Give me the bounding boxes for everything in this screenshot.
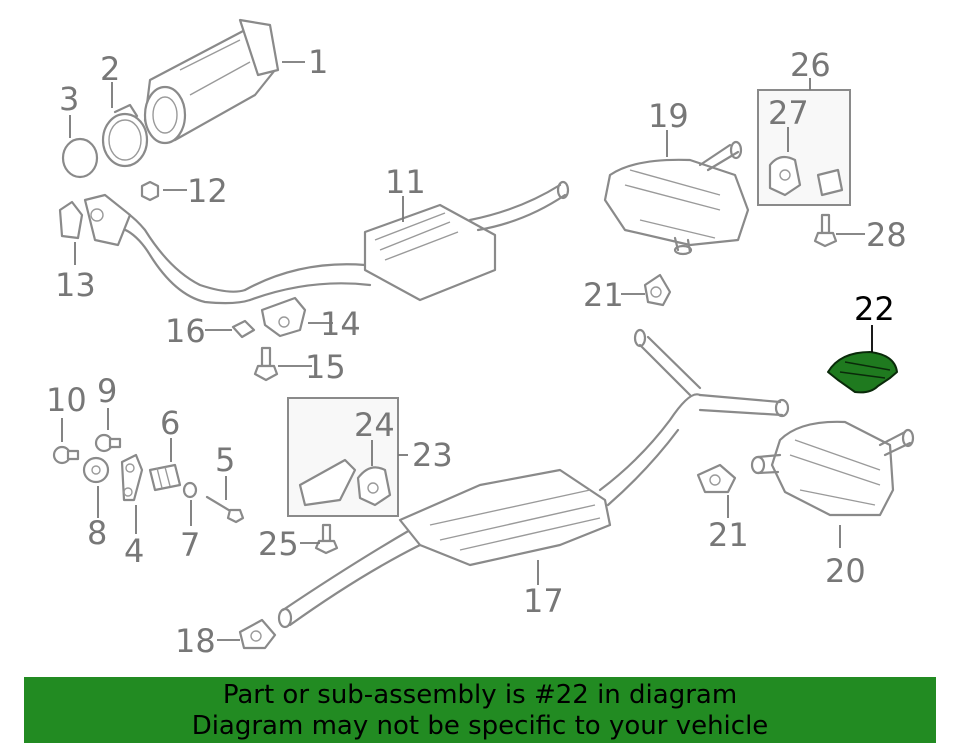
banner-line-1: Part or sub-assembly is #22 in diagram (222, 680, 738, 710)
callout-12: 12 (187, 172, 228, 210)
part-13-gasket[interactable] (58, 200, 84, 240)
banner-line-2: Diagram may not be specific to your vehi… (191, 711, 769, 741)
callout-2: 2 (100, 50, 120, 88)
part-11-front-pipe-muffler[interactable] (83, 180, 570, 305)
callout-18: 18 (175, 622, 216, 660)
part-7-washer[interactable] (182, 481, 198, 499)
part-15-bolt[interactable] (253, 346, 279, 382)
callout-22: 22 (854, 290, 895, 328)
part-20-rear-muffler[interactable] (750, 420, 915, 517)
part-16-nut[interactable] (231, 319, 256, 339)
part-23-24-box[interactable] (287, 397, 399, 517)
part-25-bolt[interactable] (314, 523, 339, 555)
callout-19: 19 (648, 97, 689, 135)
callout-14: 14 (320, 305, 361, 343)
part-8-bushing[interactable] (82, 456, 110, 484)
callout-20: 20 (825, 552, 866, 590)
callout-21-lower: 21 (708, 516, 749, 554)
callout-8: 8 (87, 514, 107, 552)
part-1-catalytic-converter[interactable] (143, 18, 280, 145)
part-3-gasket[interactable] (61, 137, 99, 179)
part-17-rear-pipe-assembly[interactable] (277, 328, 790, 629)
leader-lines (61, 61, 873, 641)
part-22-heat-shield-highlighted[interactable] (827, 351, 898, 394)
part-26-27-box[interactable] (757, 89, 851, 206)
info-banner: Part or sub-assembly is #22 in diagram D… (24, 677, 936, 743)
part-14-bracket[interactable] (260, 296, 307, 338)
callout-3: 3 (59, 80, 79, 118)
callout-23: 23 (412, 436, 453, 474)
part-19-rear-muffler[interactable] (603, 140, 750, 256)
callout-27: 27 (768, 94, 809, 132)
callout-7: 7 (180, 526, 200, 564)
callout-5: 5 (215, 441, 235, 479)
part-5-bolt[interactable] (205, 495, 245, 524)
part-21-clamp-upper[interactable] (643, 273, 672, 307)
callout-24: 24 (354, 406, 395, 444)
callout-11: 11 (385, 163, 426, 201)
part-2-clamp[interactable] (101, 103, 149, 168)
part-9-bolt[interactable] (94, 433, 122, 453)
part-4-hanger[interactable] (120, 453, 144, 502)
part-10-bolt[interactable] (52, 445, 80, 465)
part-28-bolt[interactable] (813, 213, 838, 248)
callout-9: 9 (97, 372, 117, 410)
callout-17: 17 (523, 582, 564, 620)
callout-10: 10 (46, 381, 87, 419)
part-6-insulator[interactable] (148, 463, 182, 492)
part-18-clamp[interactable] (238, 618, 277, 650)
callout-13: 13 (55, 266, 96, 304)
callout-28: 28 (866, 216, 907, 254)
callout-1: 1 (308, 43, 328, 81)
part-12-nut[interactable] (140, 180, 160, 202)
callout-6: 6 (160, 404, 180, 442)
callout-16: 16 (165, 312, 206, 350)
callout-25: 25 (258, 525, 299, 563)
callout-26: 26 (790, 46, 831, 84)
callout-4: 4 (124, 532, 144, 570)
callout-15: 15 (305, 348, 346, 386)
callout-21-upper: 21 (583, 276, 624, 314)
part-21-clamp-lower[interactable] (696, 463, 737, 494)
